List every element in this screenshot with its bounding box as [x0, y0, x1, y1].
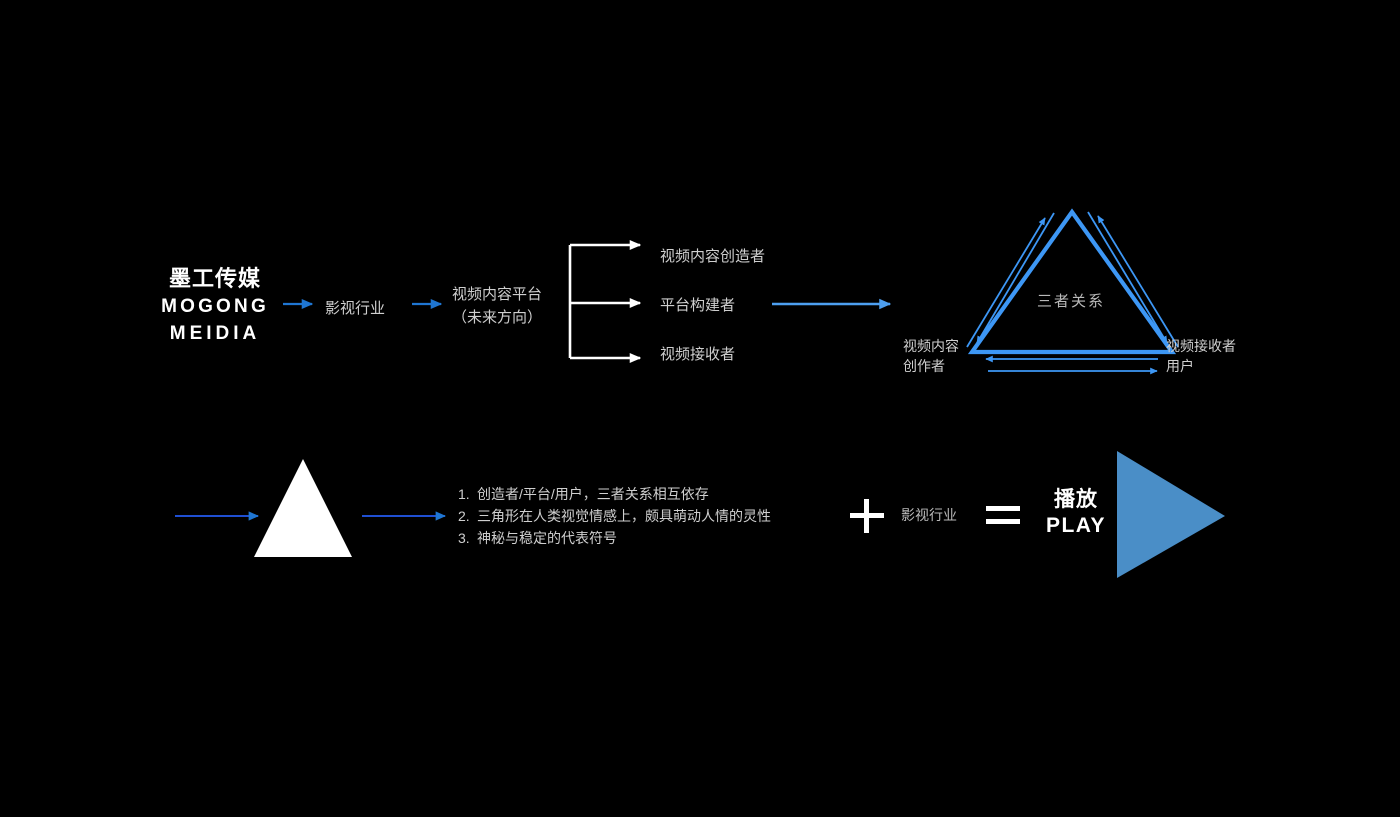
equals-icon [986, 506, 1020, 526]
relationship-right-label-line1: 视频接收者 [1166, 338, 1236, 354]
flow-label-platform-line2: （未来方向） [452, 309, 543, 327]
play-wordmark-cn: 播放 [1054, 488, 1098, 511]
brand-logo: 墨工传媒 MOGONG MEIDIA [150, 265, 280, 348]
flow-role-creator: 视频内容创造者 [660, 248, 766, 265]
brand-name-cn: 墨工传媒 [168, 266, 261, 291]
list-item-text: 神秘与稳定的代表符号 [477, 530, 617, 546]
flow-label-industry: 影视行业 [325, 300, 386, 317]
brand-name-en-line1: MOGONG [161, 295, 269, 317]
tri-arrow-right-up [1097, 215, 1179, 348]
flow-role-receiver: 视频接收者 [660, 346, 736, 363]
list-item: 1. 创造者/平台/用户，三者关系相互依存 [458, 484, 858, 504]
brand-name-en-line2: MEIDIA [169, 323, 261, 345]
relationship-center-label: 三者关系 [1037, 293, 1106, 310]
flow-label-platform: 视频内容平台 （未来方向） [452, 283, 542, 330]
plus-icon [850, 499, 884, 533]
list-item: 2. 三角形在人类视觉情感上，颇具萌动人情的灵性 [458, 506, 858, 526]
list-item-text: 创造者/平台/用户，三者关系相互依存 [477, 486, 709, 502]
list-item-number: 3. [458, 530, 470, 546]
play-wordmark-en: PLAY [1045, 514, 1107, 538]
flow-role-platform-builder: 平台构建者 [660, 297, 736, 314]
play-wordmark: 播放 PLAY [1031, 487, 1121, 539]
tri-arrow-left-down [976, 212, 1055, 344]
list-item-number: 2. [458, 508, 470, 524]
flow-label-platform-line1: 视频内容平台 [452, 286, 543, 303]
tri-arrow-left-up [966, 217, 1046, 348]
relationship-left-label-line1: 视频内容 [903, 338, 959, 354]
relationship-right-label-line2: 用户 [1166, 358, 1194, 375]
list-item-number: 1. [458, 486, 470, 502]
rationale-list: 1. 创造者/平台/用户，三者关系相互依存 2. 三角形在人类视觉情感上，颇具萌… [458, 484, 858, 550]
relationship-left-label: 视频内容 创作者 [903, 336, 959, 377]
tri-arrow-right-down [1087, 211, 1168, 344]
play-triangle-icon [1117, 451, 1225, 578]
list-item-text: 三角形在人类视觉情感上，颇具萌动人情的灵性 [477, 508, 771, 524]
equation-label-industry: 影视行业 [901, 507, 957, 523]
list-item: 3. 神秘与稳定的代表符号 [458, 528, 858, 548]
relationship-triangle-outline [967, 208, 1177, 355]
relationship-right-label: 视频接收者 用户 [1166, 336, 1236, 377]
relationship-left-label-line2: 创作者 [903, 358, 945, 375]
triangle-up-icon [254, 459, 352, 557]
